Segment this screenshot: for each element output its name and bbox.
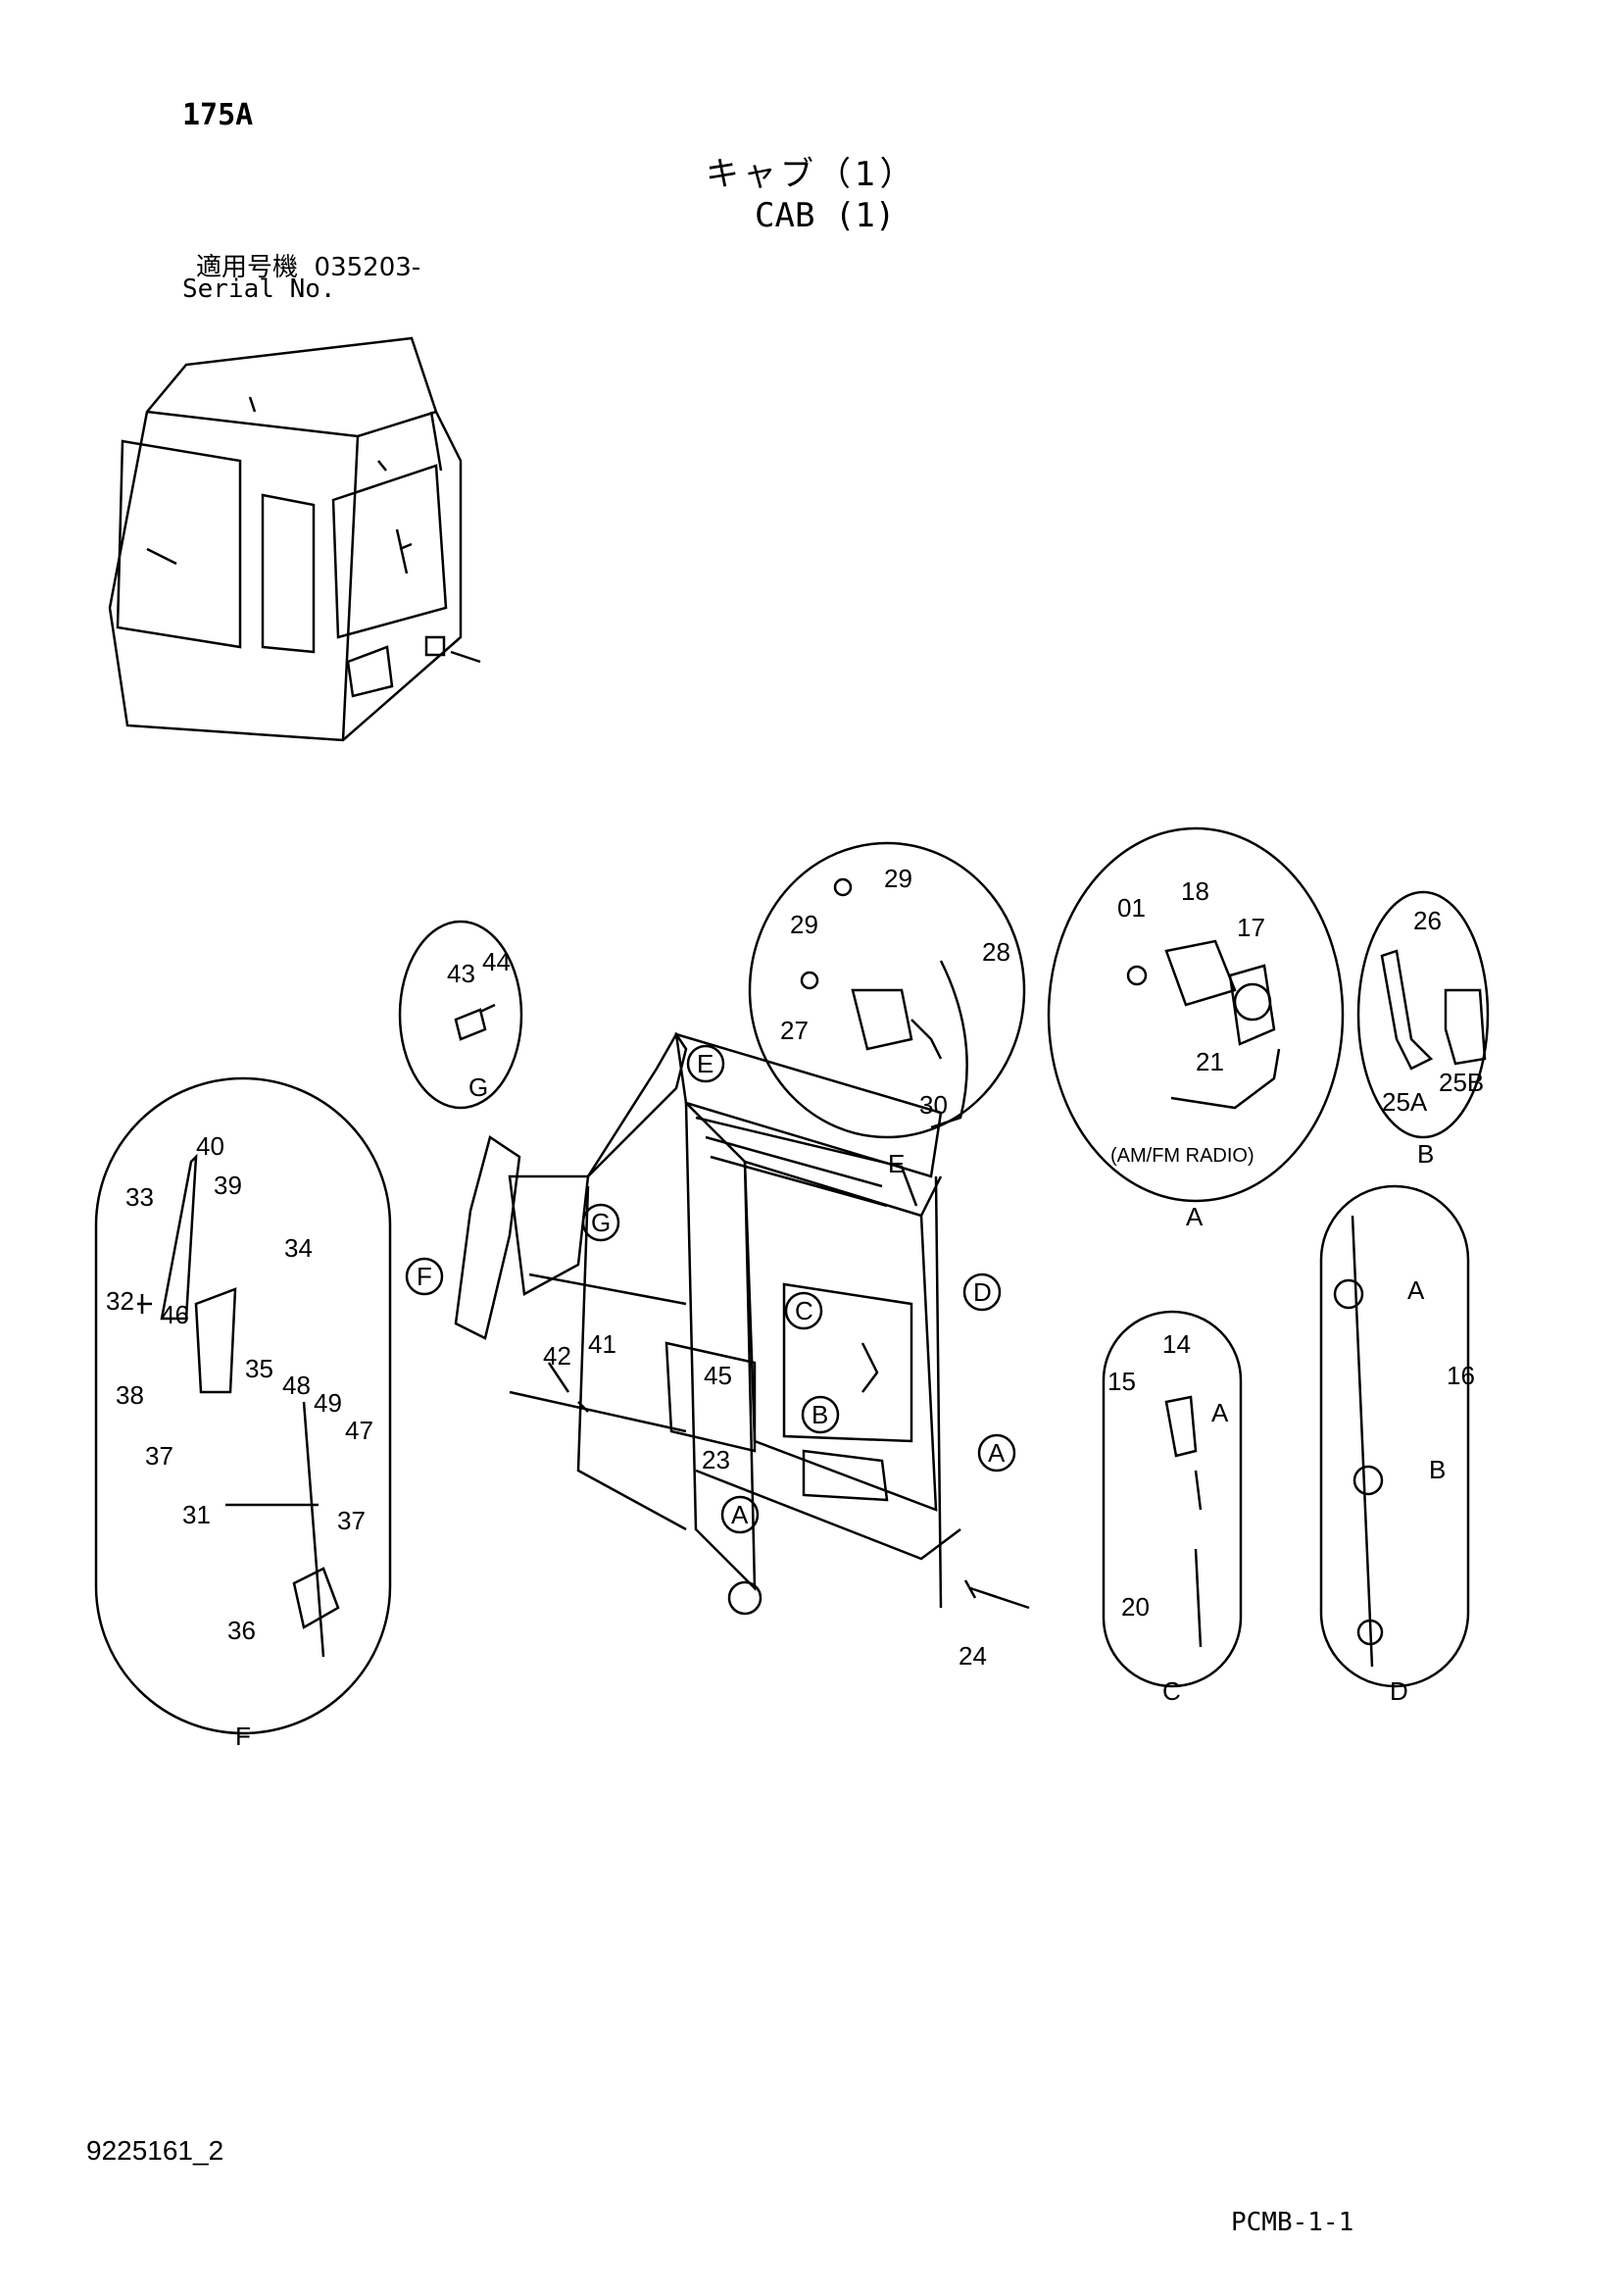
- detail-label-b: B: [1417, 1139, 1434, 1169]
- callout-28: 28: [982, 937, 1010, 967]
- callout-44: 44: [482, 947, 511, 976]
- callout-48: 48: [282, 1371, 311, 1400]
- callout-35: 35: [245, 1354, 273, 1383]
- callout-d-ref-b: B: [1429, 1455, 1446, 1484]
- callout-01: 01: [1117, 893, 1146, 923]
- callout-33: 33: [125, 1182, 154, 1212]
- marker-c: C: [795, 1296, 813, 1325]
- marker-f: F: [417, 1262, 432, 1291]
- callout-17: 17: [1237, 913, 1265, 942]
- detail-b: 26 25A 25B B: [1356, 890, 1490, 1169]
- callout-29-top: 29: [884, 864, 912, 893]
- document-number: 9225161_2: [86, 2135, 224, 2166]
- page-code: 175A: [182, 98, 254, 132]
- overview-cab-illustration: [108, 336, 481, 742]
- callout-41: 41: [588, 1329, 616, 1359]
- main-cab-frame: [454, 1031, 1030, 1616]
- callout-38: 38: [116, 1380, 144, 1410]
- detail-label-a: A: [1186, 1202, 1204, 1231]
- callout-d-ref-a: A: [1407, 1275, 1425, 1305]
- detail-a: 01 18 17 21 (AM/FM RADIO) A: [1047, 826, 1345, 1231]
- callout-18: 18: [1181, 876, 1209, 906]
- callout-23: 23: [702, 1445, 730, 1474]
- callout-49: 49: [314, 1388, 342, 1418]
- callout-47: 47: [345, 1416, 373, 1445]
- detail-g: 43 44 G: [398, 920, 523, 1110]
- marker-b: B: [812, 1400, 828, 1429]
- marker-a-right: A: [988, 1438, 1006, 1468]
- callout-32: 32: [106, 1286, 134, 1316]
- detail-label-d: D: [1390, 1676, 1408, 1706]
- callout-16: 16: [1447, 1361, 1475, 1390]
- callout-37-left: 37: [145, 1441, 173, 1471]
- main-callouts: 23 24 41 42 45: [543, 1329, 987, 1671]
- callout-45: 45: [704, 1361, 732, 1390]
- callout-37-right: 37: [337, 1506, 366, 1535]
- callout-25b: 25B: [1439, 1068, 1484, 1097]
- callout-24: 24: [959, 1641, 987, 1671]
- detail-label-g: G: [468, 1073, 488, 1102]
- main-markers: E G F C D B A A: [405, 1044, 1016, 1534]
- callout-36: 36: [227, 1616, 256, 1645]
- page-title-en: CAB (1): [755, 196, 896, 235]
- callout-40: 40: [196, 1131, 224, 1161]
- callout-27: 27: [780, 1016, 809, 1045]
- serial-label-en: Serial No.: [182, 275, 336, 304]
- callout-34: 34: [284, 1233, 313, 1263]
- page-title-jp: キャブ（1）: [706, 155, 917, 194]
- callout-14: 14: [1162, 1329, 1191, 1359]
- detail-e: 29 29 27 28 30 E: [748, 841, 1026, 1178]
- callout-15: 15: [1107, 1367, 1136, 1396]
- callout-20: 20: [1121, 1592, 1150, 1622]
- marker-a-lower: A: [731, 1500, 749, 1529]
- radio-note: (AM/FM RADIO): [1110, 1145, 1254, 1167]
- serial-line-jp: 適用号機 035203-: [196, 247, 420, 283]
- callout-21: 21: [1196, 1047, 1224, 1076]
- callout-31: 31: [182, 1500, 211, 1529]
- detail-c: 14 15 A 20 C: [1102, 1310, 1243, 1706]
- marker-d: D: [973, 1277, 992, 1307]
- marker-e: E: [697, 1049, 713, 1078]
- callout-25a: 25A: [1382, 1087, 1428, 1117]
- callout-43: 43: [447, 959, 475, 988]
- marker-g: G: [591, 1208, 611, 1237]
- callout-c-ref-a: A: [1211, 1398, 1229, 1427]
- detail-label-e: E: [888, 1149, 905, 1178]
- detail-d: A 16 B D: [1319, 1184, 1475, 1706]
- detail-f: 40 39 33 34 32 46 35 38 48 49 37 47 31 3…: [94, 1076, 392, 1751]
- callout-39: 39: [214, 1171, 242, 1200]
- callout-42: 42: [543, 1341, 571, 1371]
- serial-label-jp: 適用号機: [196, 253, 299, 282]
- page-reference: PCMB-1-1: [1231, 2208, 1354, 2237]
- callout-26: 26: [1413, 906, 1442, 935]
- detail-label-f: F: [235, 1722, 251, 1751]
- detail-label-c: C: [1162, 1676, 1181, 1706]
- callout-46: 46: [161, 1300, 189, 1329]
- callout-30: 30: [919, 1090, 948, 1120]
- serial-value: 035203-: [314, 253, 421, 282]
- callout-29: 29: [790, 910, 818, 939]
